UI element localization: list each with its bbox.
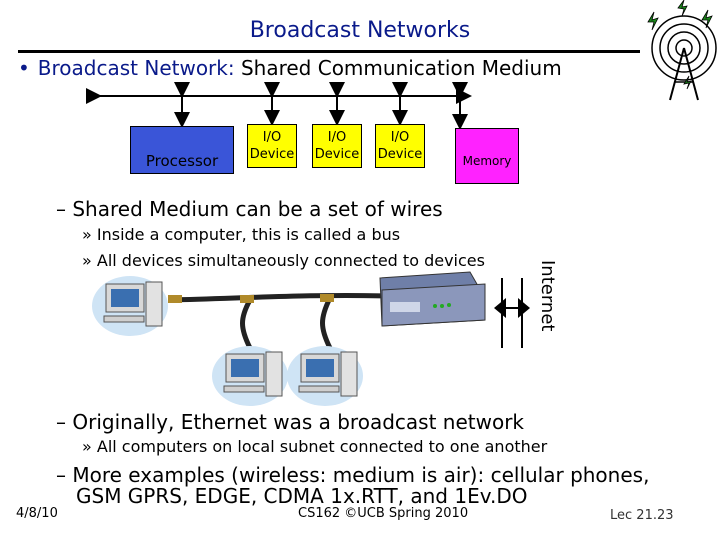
footer-course: CS162 ©UCB Spring 2010 (298, 506, 469, 521)
bus-diagram (86, 82, 472, 130)
internet-label-box: Internet (532, 260, 562, 362)
memory-box: Memory (455, 128, 519, 184)
sub-sub-bullet: » All computers on local subnet connecte… (82, 437, 548, 456)
footer-lecture: Lec 21.23 (610, 508, 674, 523)
io-label: I/O (327, 130, 347, 145)
sub-sub-bullet: » Inside a computer, this is called a bu… (82, 225, 401, 244)
ethernet-illustration (92, 271, 530, 406)
internet-label: Internet (537, 260, 558, 332)
sub-sub-bullet: » All devices simultaneously connected t… (82, 251, 485, 270)
bidirectional-arrow-icon (494, 278, 530, 348)
router-icon (379, 271, 486, 327)
io-sub-label: Device (314, 147, 360, 162)
slide-title: Broadcast Networks (249, 18, 471, 43)
io-device-box: I/O Device (375, 124, 425, 168)
io-device-box: I/O Device (247, 124, 297, 168)
io-label: I/O (262, 130, 282, 145)
bullet-text: Shared Communication Medium (234, 56, 562, 80)
io-device-box: I/O Device (312, 124, 362, 168)
computer-icon (212, 346, 288, 406)
sub-bullet-ethernet: – Originally, Ethernet was a broadcast n… (56, 410, 524, 434)
sub-bullet-wireless: – More examples (wireless: medium is air… (56, 463, 650, 487)
computer-icon (287, 346, 363, 406)
io-sub-label: Device (249, 147, 295, 162)
radio-tower-icon (640, 0, 720, 105)
bullet-dot: • (18, 56, 30, 80)
footer-date: 4/8/10 (16, 506, 58, 521)
computer-icon (92, 276, 168, 336)
bullet-term: Broadcast Network: (37, 56, 235, 80)
processor-box: Processor (130, 126, 234, 174)
sub-bullet-wireless-cont: GSM GPRS, EDGE, CDMA 1x.RTT, and 1Ev.DO (76, 484, 528, 508)
main-bullet: • Broadcast Network: Shared Communication… (18, 56, 562, 80)
io-label: I/O (390, 130, 410, 145)
title-rule (18, 50, 640, 53)
io-sub-label: Device (377, 147, 423, 162)
sub-bullet-shared-medium: – Shared Medium can be a set of wires (56, 197, 443, 221)
